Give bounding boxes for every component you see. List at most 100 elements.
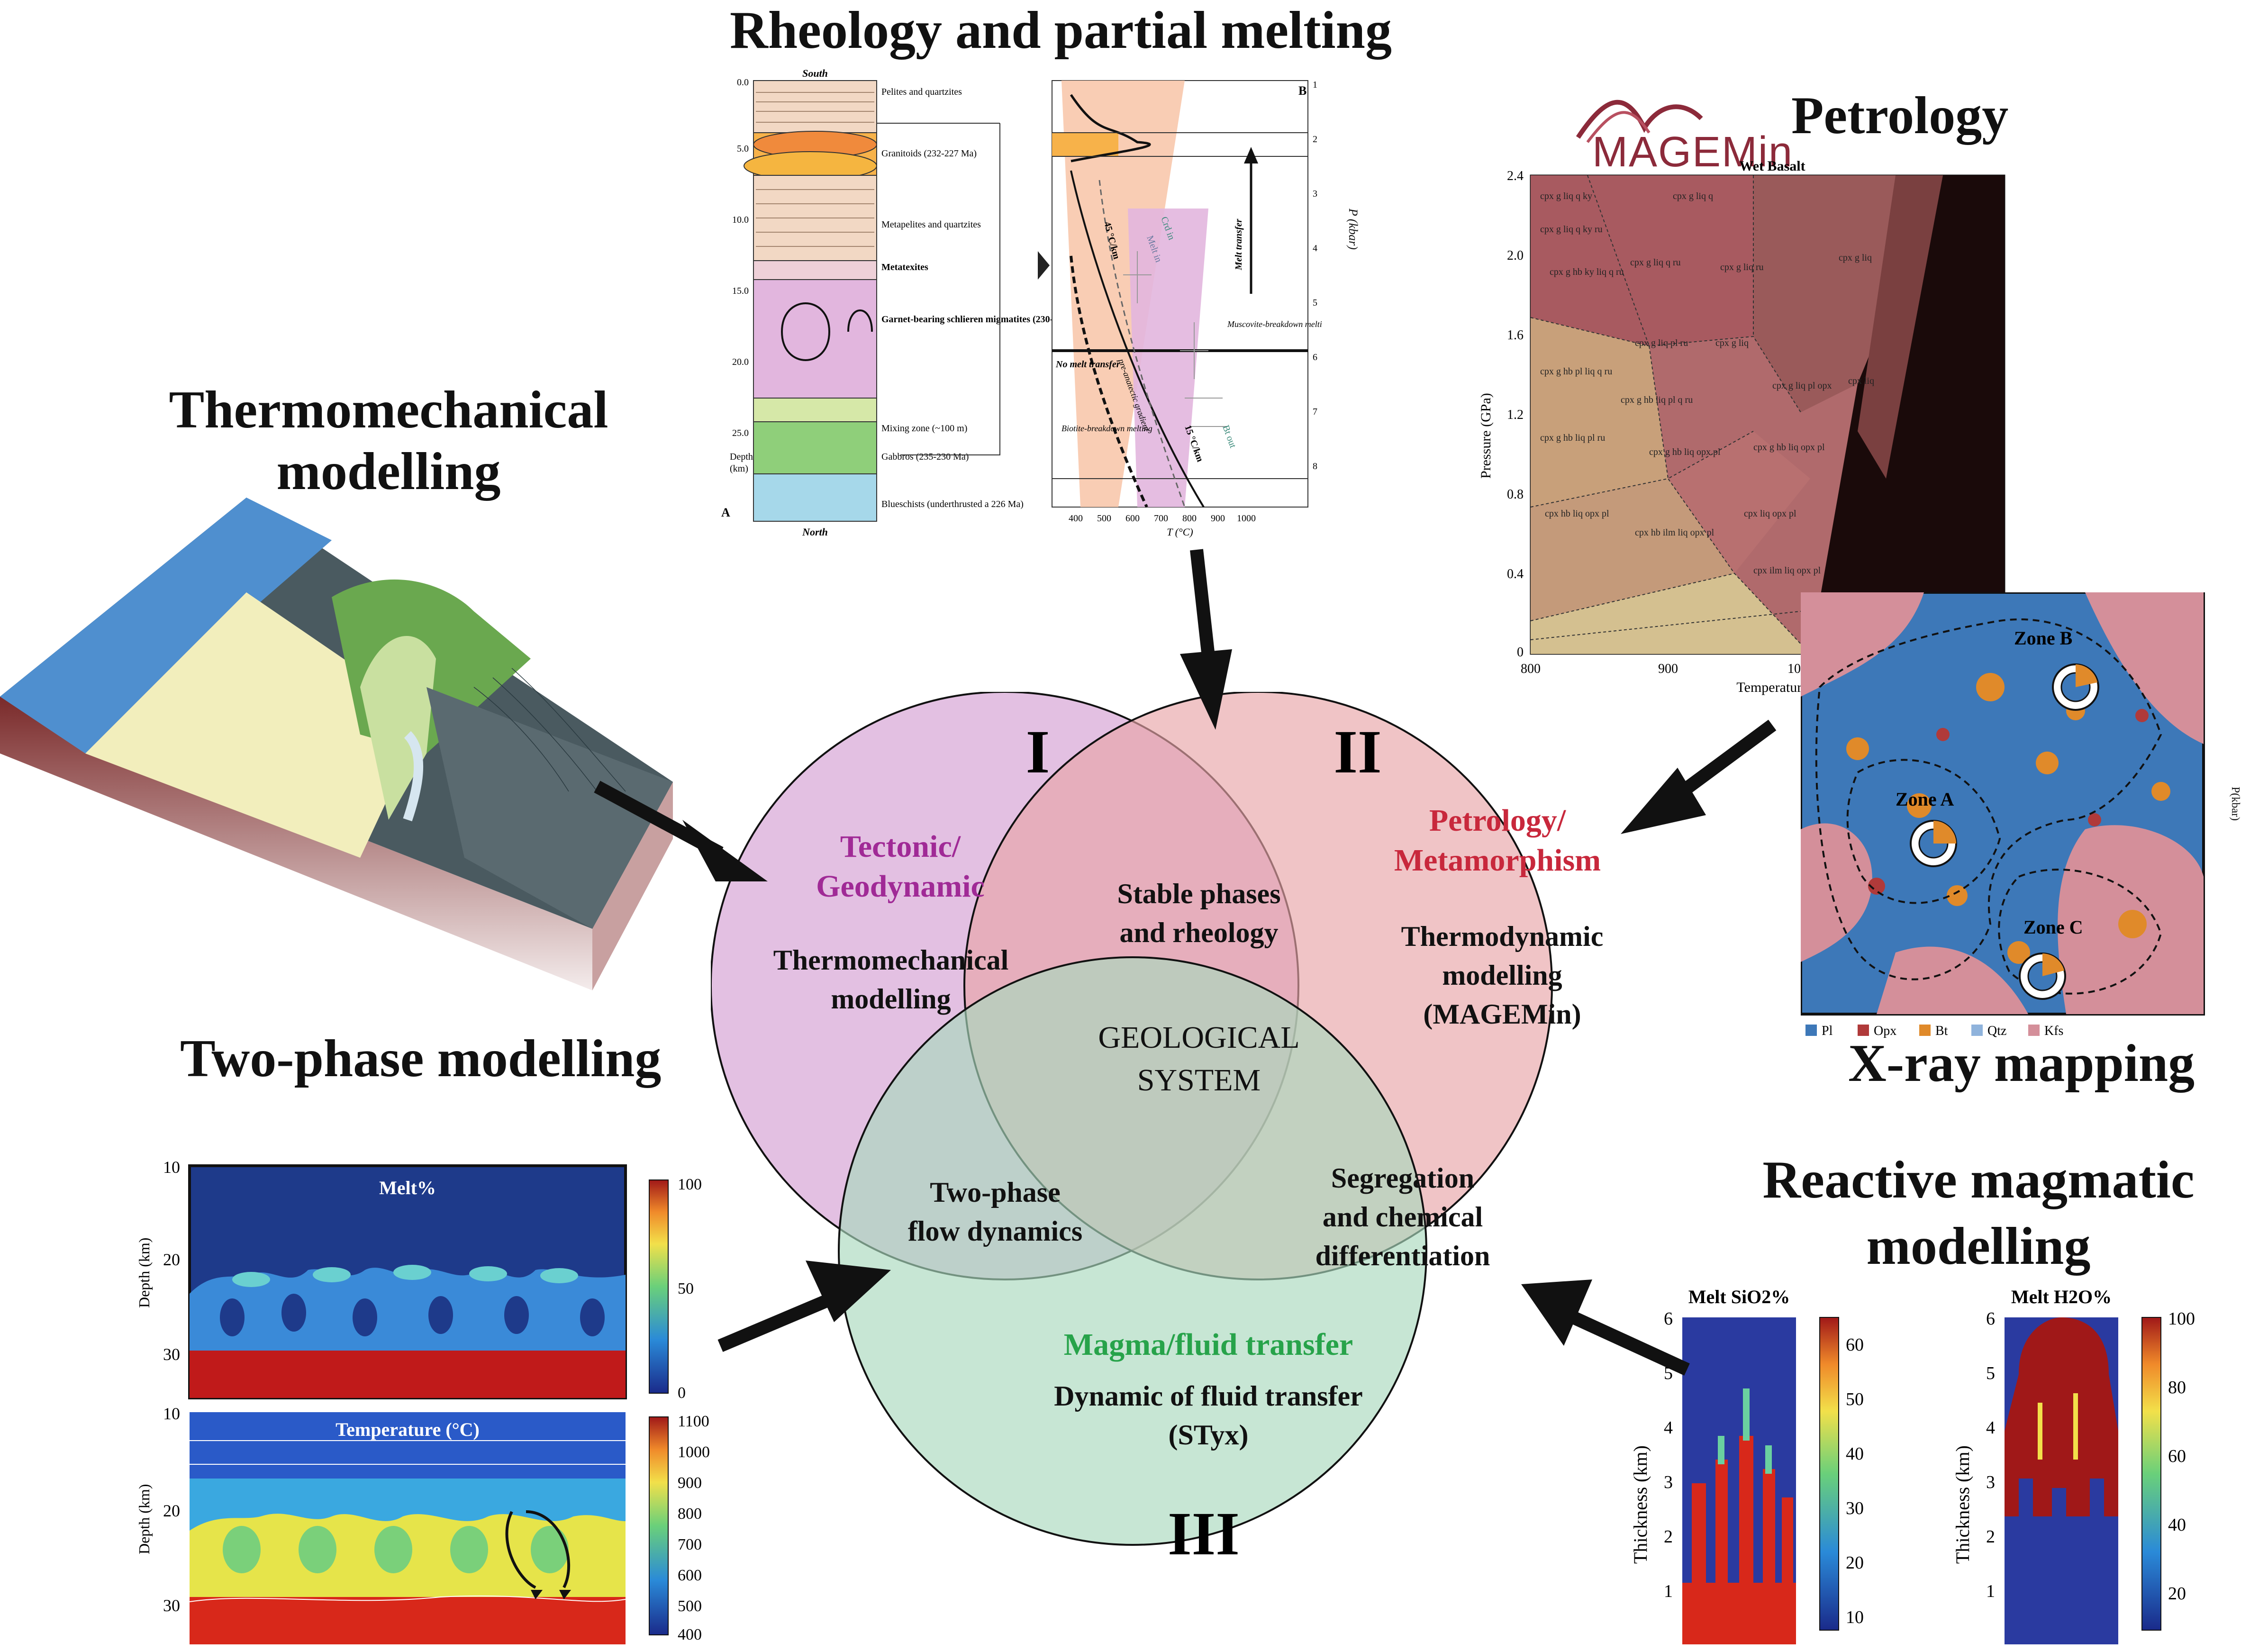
svg-text:500: 500 [1097, 513, 1111, 524]
arrow-reactive [1521, 1279, 1690, 1376]
xray-legend: Pl Opx Bt Qtz Kfs [1805, 1024, 2063, 1038]
svg-text:Biotite-breakdown melting: Biotite-breakdown melting [1061, 424, 1152, 433]
svg-text:80: 80 [2168, 1378, 2186, 1397]
svg-text:cpx ilm liq opx pl: cpx ilm liq opx pl [1753, 565, 1821, 576]
xray-title: X-ray mapping [1848, 1034, 2195, 1093]
svg-text:800: 800 [1521, 662, 1541, 676]
svg-text:cpx g hb liq pl ru: cpx g hb liq pl ru [1540, 433, 1605, 443]
svg-text:800: 800 [678, 1505, 702, 1523]
tectonic-title: Tectonic/ Geodynamic [816, 829, 985, 904]
svg-text:3: 3 [1986, 1472, 1995, 1492]
svg-text:100: 100 [2168, 1309, 2195, 1329]
svg-text:2.0: 2.0 [1507, 248, 1524, 263]
svg-text:2.4: 2.4 [1507, 169, 1524, 183]
svg-text:(km): (km) [730, 463, 748, 474]
svg-text:1: 1 [1313, 80, 1317, 90]
svg-text:400: 400 [678, 1626, 702, 1643]
svg-text:30: 30 [163, 1345, 180, 1364]
svg-text:Thickness (km): Thickness (km) [1952, 1445, 1973, 1564]
temperature-colorbar [649, 1416, 669, 1635]
svg-text:Temperature: Temperature [1736, 680, 1808, 695]
overlap-stable-phases: Stable phases and rheology [1117, 878, 1281, 948]
svg-text:50: 50 [678, 1280, 694, 1297]
petrology-title: Petrology [1791, 86, 2009, 145]
svg-text:cpx g hb ky liq q ru: cpx g hb ky liq q ru [1550, 267, 1624, 277]
svg-text:T (°C): T (°C) [1167, 526, 1193, 538]
svg-text:Metatexites: Metatexites [881, 262, 928, 272]
svg-text:cpx g liq: cpx g liq [1715, 338, 1749, 348]
svg-text:cpx g hb pl liq q ru: cpx g hb pl liq q ru [1540, 366, 1612, 377]
svg-text:40: 40 [2168, 1515, 2186, 1535]
svg-text:Gabbros (235-230 Ma): Gabbros (235-230 Ma) [881, 452, 969, 462]
svg-text:0: 0 [678, 1384, 686, 1402]
svg-text:15.0: 15.0 [732, 286, 749, 296]
svg-text:2: 2 [1313, 134, 1317, 145]
svg-text:0: 0 [1517, 645, 1524, 660]
svg-text:Pl: Pl [1822, 1024, 1833, 1038]
svg-text:40: 40 [1846, 1444, 1864, 1464]
depth-axis-label: Depth [730, 452, 753, 462]
svg-text:Garnet-bearing schlieren migma: Garnet-bearing schlieren migmatites (230… [881, 314, 1087, 325]
svg-text:700: 700 [678, 1536, 702, 1553]
svg-text:5.0: 5.0 [737, 144, 749, 154]
two-phase-title: Two-phase modelling [180, 1029, 662, 1088]
svg-text:No melt transfer: No melt transfer [1055, 359, 1120, 370]
svg-text:Zone B: Zone B [2014, 627, 2072, 649]
svg-text:3: 3 [1664, 1472, 1673, 1492]
svg-text:60: 60 [1846, 1335, 1864, 1355]
svg-text:cpx g liq q ky: cpx g liq q ky [1540, 191, 1592, 201]
svg-text:Depth (km): Depth (km) [136, 1484, 153, 1554]
svg-text:600: 600 [1125, 513, 1140, 524]
svg-text:Blueschists (underthrusted a 2: Blueschists (underthrusted a 226 Ma) [881, 499, 1024, 509]
magma-title: Magma/fluid transfer [1063, 1327, 1353, 1362]
svg-text:0.8: 0.8 [1507, 487, 1524, 502]
svg-text:5: 5 [1313, 298, 1317, 308]
overlap-two-phase: Two-phase flow dynamics [907, 1177, 1083, 1247]
zone-b-marker [2052, 663, 2099, 711]
svg-text:North: North [802, 526, 828, 538]
svg-text:50: 50 [1846, 1389, 1864, 1409]
svg-text:Pressure (GPa): Pressure (GPa) [1478, 393, 1494, 479]
svg-text:10: 10 [1846, 1607, 1864, 1627]
arrow-two-phase [717, 1261, 891, 1352]
svg-text:South: South [802, 67, 828, 79]
stratigraphic-column: South North A 0.0 5.0 10.0 15.0 20.0 25.… [721, 67, 1087, 538]
svg-text:10: 10 [163, 1404, 180, 1423]
magemin-logo: MAGEMin [1573, 85, 1792, 178]
reactive-title: Reactive magmatic modelling [1762, 1151, 2195, 1276]
numeral-I: I [1026, 718, 1050, 786]
arrow-thermomechanical [594, 780, 768, 881]
svg-text:2: 2 [1986, 1527, 1995, 1547]
svg-text:Temperature (°C): Temperature (°C) [336, 1419, 480, 1440]
svg-text:Kfs: Kfs [2044, 1024, 2063, 1038]
svg-text:0.4: 0.4 [1507, 567, 1524, 581]
svg-text:cpx g liq pl opx: cpx g liq pl opx [1772, 381, 1832, 391]
phase-diagram: Wet Basalt 2.4 2.0 1.6 1.2 0.8 0.4 0 800… [1478, 158, 2005, 695]
svg-text:30: 30 [163, 1596, 180, 1615]
svg-text:30: 30 [1846, 1498, 1864, 1518]
svg-text:20: 20 [163, 1501, 180, 1520]
svg-text:B: B [1298, 84, 1306, 98]
arrow-rheology [1180, 549, 1232, 730]
svg-text:cpx liq: cpx liq [1848, 376, 1874, 386]
svg-text:Mixing zone (~100 m): Mixing zone (~100 m) [881, 423, 967, 434]
svg-text:1.2: 1.2 [1507, 408, 1524, 422]
svg-text:cpx hb liq opx pl: cpx hb liq opx pl [1545, 508, 1609, 519]
venn-diagram: I II III [711, 692, 1553, 1568]
petrology-venn-title: Petrology/ Metamorphism [1394, 803, 1601, 878]
svg-text:Melt H2O%: Melt H2O% [2011, 1286, 2112, 1307]
svg-text:cpx g liq ru: cpx g liq ru [1720, 262, 1764, 272]
svg-text:cpx g hb liq pl q ru: cpx g hb liq pl q ru [1621, 395, 1693, 405]
svg-text:Qtz: Qtz [1987, 1024, 2006, 1038]
svg-text:cpx g liq q: cpx g liq q [1673, 191, 1713, 201]
svg-text:1: 1 [1664, 1581, 1673, 1601]
svg-text:0.0: 0.0 [737, 77, 749, 88]
magma-text: Dynamic of fluid transfer (STyx) [1054, 1380, 1363, 1451]
svg-text:cpx liq opx pl: cpx liq opx pl [1744, 508, 1796, 519]
center-label: GEOLOGICAL SYSTEM [1098, 1020, 1300, 1098]
svg-text:4: 4 [1313, 243, 1317, 254]
svg-text:10: 10 [163, 1158, 180, 1177]
tectonic-text: Thermomechanical modelling [773, 944, 1009, 1015]
zone-c-marker [2019, 952, 2066, 1000]
svg-text:20.0: 20.0 [732, 357, 749, 367]
